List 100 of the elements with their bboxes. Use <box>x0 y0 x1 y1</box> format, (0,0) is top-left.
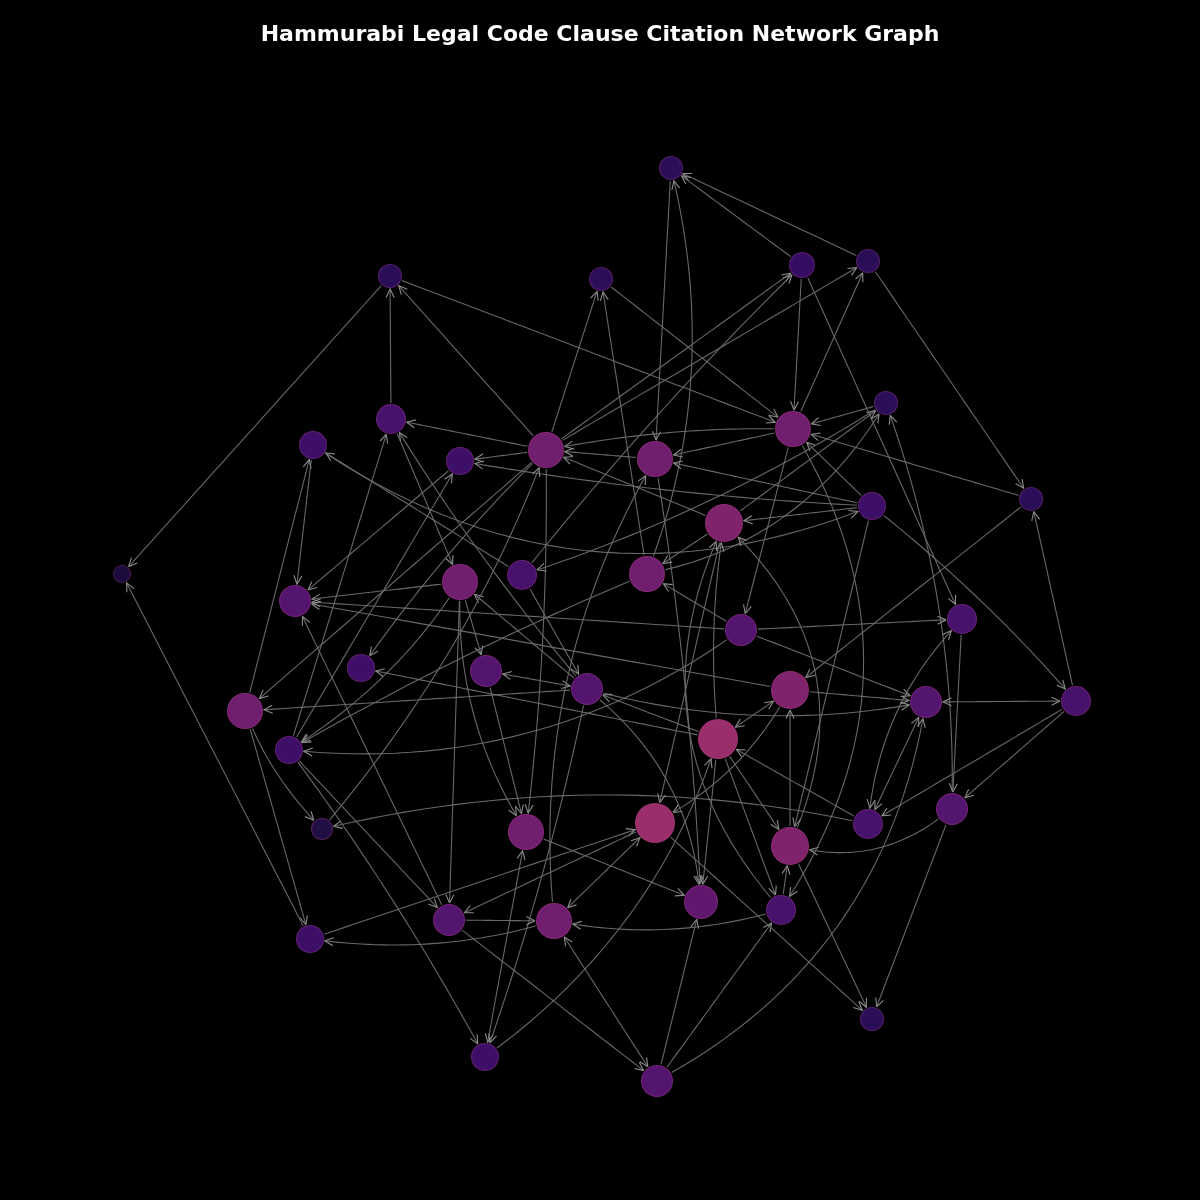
arrow <box>724 758 777 896</box>
node-circle <box>775 411 811 447</box>
node-circle <box>347 654 375 682</box>
double-arrow <box>734 700 774 728</box>
arrow <box>329 467 541 821</box>
double-arrow <box>502 671 571 689</box>
node-circle <box>113 565 131 583</box>
node-circle <box>296 925 324 953</box>
node-circle <box>860 1007 884 1031</box>
arrow <box>672 706 781 813</box>
arrow <box>713 542 725 719</box>
node-circle <box>936 793 968 825</box>
arrow <box>325 452 509 568</box>
node-circle <box>507 560 537 590</box>
arrow <box>396 433 454 566</box>
arrow <box>599 291 645 556</box>
arrow <box>810 432 1020 496</box>
arrow <box>798 863 867 1008</box>
arrow <box>563 456 707 516</box>
arrow <box>445 600 460 904</box>
arrow <box>737 536 821 828</box>
node-circle <box>1061 686 1091 716</box>
arrow <box>662 533 708 565</box>
node-circle <box>442 564 478 600</box>
arrow <box>324 925 537 947</box>
arrow <box>301 580 631 744</box>
arrow <box>564 447 637 458</box>
node-circle <box>947 604 977 634</box>
node-circle <box>789 252 815 278</box>
arrow <box>757 615 947 630</box>
node-circle <box>641 1065 673 1097</box>
double-arrow <box>866 630 952 809</box>
arrow <box>473 593 575 679</box>
arrow <box>652 180 693 557</box>
arrow <box>806 441 862 497</box>
node-circle <box>433 904 465 936</box>
node-circle <box>858 492 886 520</box>
arrow <box>369 462 534 657</box>
arrow <box>875 824 947 1008</box>
arrow <box>292 433 389 737</box>
node-circle <box>571 673 603 705</box>
arrow <box>551 290 599 433</box>
arrow <box>883 514 1066 690</box>
arrow <box>781 865 791 895</box>
arrow <box>311 598 725 630</box>
node-circle <box>589 267 613 291</box>
node-circle <box>279 585 311 617</box>
arrow <box>263 689 571 714</box>
arrow <box>311 583 442 603</box>
arrow <box>699 759 717 885</box>
arrow <box>301 597 450 743</box>
arrow <box>398 285 534 437</box>
arrow <box>809 818 939 856</box>
arrow <box>464 599 484 656</box>
node-circle <box>299 431 327 459</box>
arrow <box>252 727 315 821</box>
arrow <box>666 922 773 1068</box>
arrow <box>297 761 479 1045</box>
arrow <box>529 588 580 675</box>
arrow <box>298 760 438 909</box>
node-circle <box>629 556 665 592</box>
arrow <box>662 583 727 622</box>
node-circle <box>471 1043 499 1071</box>
arrow <box>564 428 775 450</box>
arrow <box>673 460 858 504</box>
double-arrow <box>567 837 641 909</box>
node-circle <box>910 686 942 718</box>
arrow <box>881 708 1063 817</box>
arrow <box>874 271 1025 489</box>
arrow <box>375 668 698 736</box>
node-circle <box>508 814 544 850</box>
node-circle <box>725 614 757 646</box>
arrow <box>465 916 536 926</box>
node-circle <box>874 391 898 415</box>
arrow <box>735 748 855 817</box>
node-circle <box>766 895 796 925</box>
node-circle <box>446 447 474 475</box>
node-circle <box>853 809 883 839</box>
arrow <box>543 838 685 897</box>
node-circle <box>227 693 263 729</box>
node-circle <box>470 655 502 687</box>
node-circle <box>698 719 738 759</box>
arrow <box>333 794 853 829</box>
arrow <box>293 459 312 585</box>
arrow <box>406 419 528 447</box>
node-circle <box>528 432 564 468</box>
arrow <box>126 582 304 927</box>
arrow <box>785 709 795 827</box>
arrow <box>682 173 857 256</box>
arrow <box>311 601 771 687</box>
node-circle <box>275 736 303 764</box>
arrow <box>572 913 767 931</box>
arrow <box>296 473 453 738</box>
node-circle <box>635 803 675 843</box>
node-circle <box>659 156 683 180</box>
node-circle <box>684 885 718 919</box>
arrow <box>549 475 647 903</box>
arrow <box>792 520 870 828</box>
arrow <box>496 758 713 1049</box>
arrow <box>664 413 880 571</box>
